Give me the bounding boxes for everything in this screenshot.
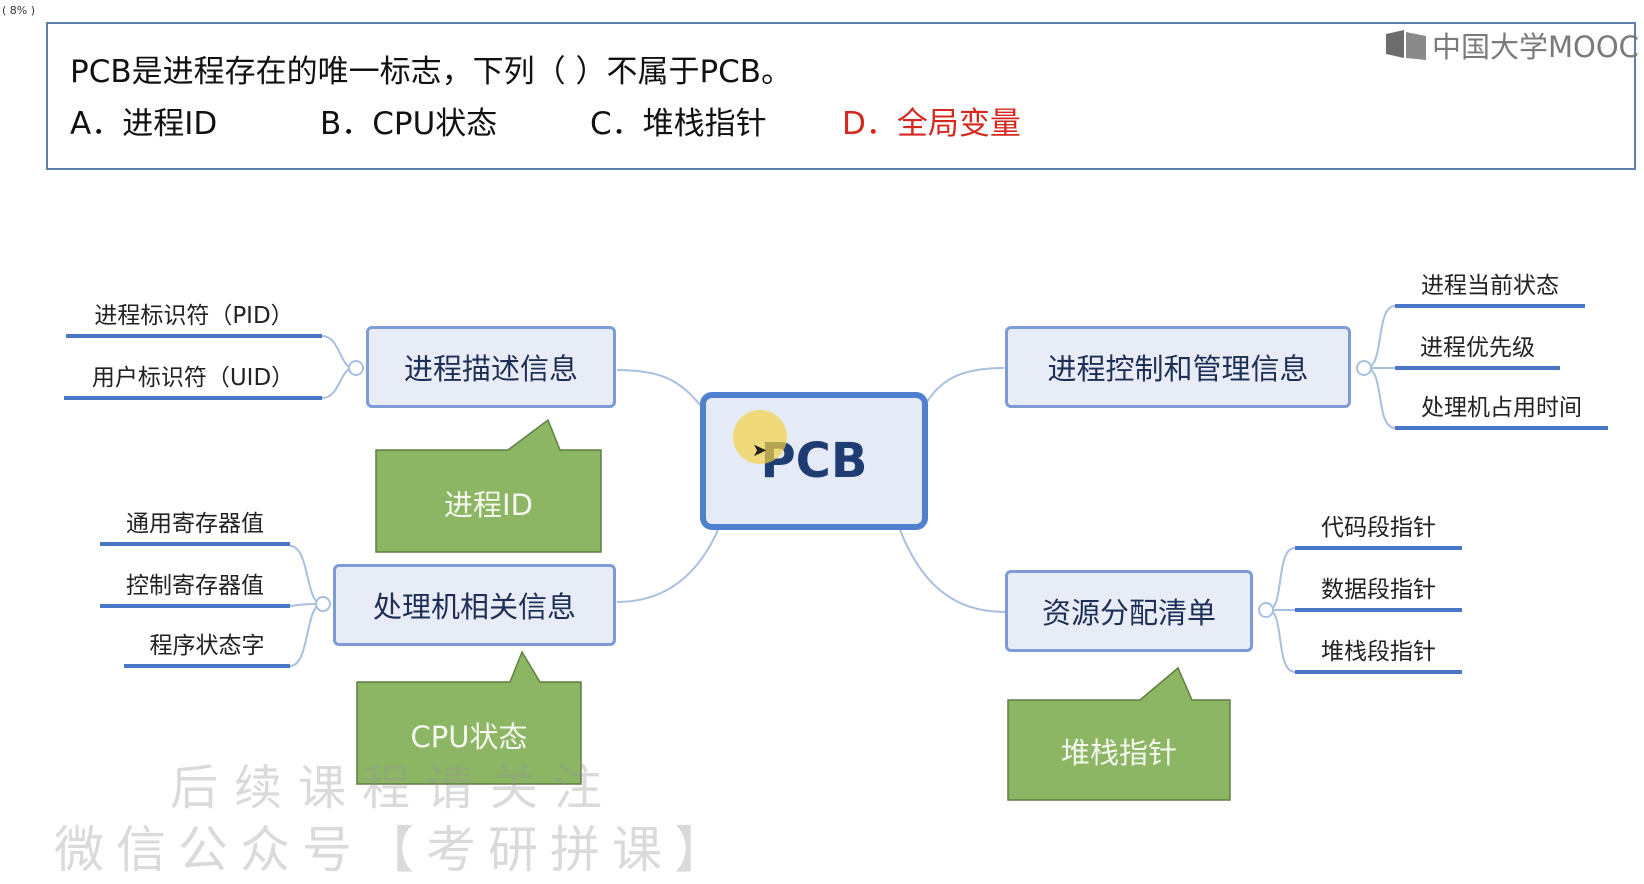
leaf-general-registers: 通用寄存器值: [126, 511, 264, 537]
node-pcb-center: PCB: [700, 392, 928, 530]
option-d-correct: D．全局变量: [842, 106, 1021, 142]
callout-cpu-state: CPU状态: [410, 720, 528, 754]
bracket-code-seg: [1267, 547, 1296, 611]
zoom-indicator: ( 8% ): [2, 4, 36, 17]
callout-stack-pointer: 堆栈指针: [1060, 736, 1177, 770]
option-b: B．CPU状态: [320, 106, 498, 142]
mooc-logo: 中国大学MOOC: [1384, 24, 1639, 66]
leaf-cpu-time: 处理机占用时间: [1421, 395, 1582, 421]
bracket-pid: [321, 335, 354, 369]
leaf-control-registers: 控制寄存器值: [126, 573, 264, 599]
mooc-book-icon: [1386, 30, 1426, 60]
leaf-priority: 进程优先级: [1420, 335, 1535, 361]
leaf-data-segment-pointer: 数据段指针: [1321, 577, 1436, 603]
logo-text: 中国大学MOOC: [1432, 30, 1639, 64]
watermark-line-1: 后续课程请关注: [170, 760, 619, 816]
callout-process-id: 进程ID: [444, 488, 533, 522]
connector-processor: [616, 529, 719, 603]
bracket-current-state: [1365, 305, 1396, 369]
leaf-stack-segment-pointer: 堆栈段指针: [1321, 639, 1436, 665]
leaf-current-state: 进程当前状态: [1421, 273, 1559, 299]
node-process-control: 进程控制和管理信息: [1005, 326, 1351, 408]
option-c: C．堆栈指针: [590, 106, 767, 142]
connector-process-desc: [616, 369, 701, 406]
node-processor-info: 处理机相关信息: [333, 564, 616, 646]
mouse-pointer-icon: ➤: [752, 440, 768, 461]
bracket-psw: [289, 603, 323, 667]
bracket-stack-seg: [1267, 609, 1296, 673]
leaf-code-segment-pointer: 代码段指针: [1321, 515, 1436, 541]
bracket-cpu-time: [1365, 367, 1396, 429]
leaf-uid: 用户标识符（UID）: [91, 365, 295, 391]
bracket-general-reg: [289, 545, 323, 605]
option-a: A．进程ID: [70, 106, 218, 142]
node-resource-allocation: 资源分配清单: [1005, 570, 1253, 652]
bracket-control-reg: [289, 603, 323, 607]
node-process-description: 进程描述信息: [366, 326, 616, 408]
leaf-pid: 进程标识符（PID）: [94, 303, 294, 329]
connector-resource: [899, 529, 1006, 613]
question-text: PCB是进程存在的唯一标志，下列（ ）不属于PCB。: [70, 54, 793, 90]
connector-control: [924, 367, 1005, 406]
question-box: PCB是进程存在的唯一标志，下列（ ）不属于PCB。 A．进程ID B．CPU状…: [46, 22, 1636, 170]
bracket-uid: [321, 367, 354, 399]
watermark-line-2: 微信公众号【考研拼课】: [54, 821, 736, 879]
leaf-program-status-word: 程序状态字: [149, 633, 265, 659]
cursor-highlight: [733, 410, 787, 464]
